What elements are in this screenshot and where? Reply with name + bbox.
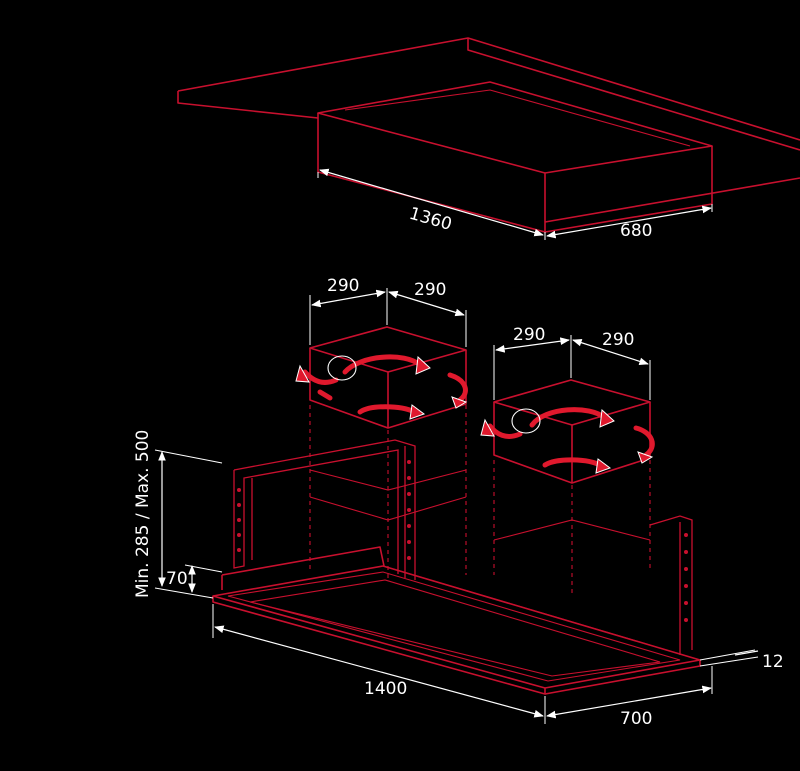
left-duct-width-b: 290 [414, 280, 446, 300]
right-duct-dimensions: 290 290 [493, 325, 651, 400]
ceiling-cutout-box [317, 81, 713, 233]
cutout-length-label: 1360 [407, 204, 454, 235]
cutout-depth-dimension: 680 [546, 204, 713, 241]
frame-height-dimension: 70 [166, 564, 223, 593]
left-duct-width-a: 290 [327, 276, 359, 296]
right-duct-box [493, 379, 651, 595]
cutout-depth-label: 680 [620, 221, 652, 241]
height-range-dimension: Min. 285 / Max. 500 [133, 430, 223, 599]
frame-height-label: 70 [166, 569, 188, 589]
hood-depth-dimension: 700 [546, 666, 713, 729]
right-duct-width-a: 290 [513, 325, 545, 345]
left-duct-box [309, 326, 467, 580]
left-suspension-frame [233, 439, 416, 580]
hood-length-label: 1400 [364, 679, 407, 699]
ceiling-panel [177, 37, 800, 223]
left-duct-dimensions: 290 290 [309, 276, 467, 347]
hood-thickness-label: 12 [762, 652, 784, 672]
left-duct-airflow [295, 354, 468, 420]
hood-depth-label: 700 [620, 709, 652, 729]
right-duct-width-b: 290 [602, 330, 634, 350]
right-duct-airflow [480, 407, 655, 474]
hood-length-dimension: 1400 [212, 604, 546, 724]
right-suspension-frame [649, 515, 693, 655]
height-range-label: Min. 285 / Max. 500 [133, 430, 153, 598]
hood-thickness-dimension: 12 [699, 649, 784, 672]
hood-body [212, 546, 701, 695]
